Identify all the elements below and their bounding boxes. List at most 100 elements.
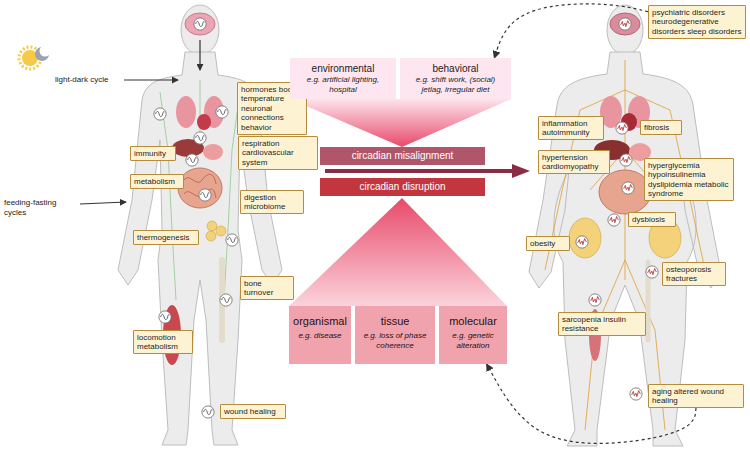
node-text: organismal [291,314,349,328]
misalignment-bar: circadian misalignment [320,147,485,165]
disrupted-body [569,218,601,258]
node-text: behavioral [405,62,506,75]
node-text: hyperglycemia hypoinsulinemia dyslipidem… [648,161,730,199]
funnel [289,99,511,306]
function-label: wound healing [220,404,286,419]
function-label: digestion microbiome [240,190,304,214]
node-text: environmental [295,62,391,75]
healthy-body [154,108,166,120]
healthy-body [159,311,171,323]
disruption-bar: circadian disruption [320,178,485,196]
annotation-label: light-dark cycle [55,75,108,85]
healthy-body [199,40,200,70]
function-label: metabolism [130,174,184,189]
node-text: digestion microbiome [244,193,300,212]
healthy-body [178,168,222,208]
function-label: respiration cardiovascular system [238,136,318,170]
node-text: bone turnover [244,279,290,298]
healthy-body [220,294,232,306]
node-text: sarcopenia insulin resistance [562,315,642,334]
node-text: fibrosis [644,123,678,133]
healthy-body [226,234,238,246]
node-text: respiration cardiovascular system [242,139,314,168]
node-text: thermogenesis [137,233,195,243]
factor-box: environmentale.g. artificial lighting, h… [290,58,396,99]
node-text: e.g. shift work, (social) jetlag, irregu… [405,75,506,95]
node-text: molecular [441,314,505,328]
function-label: inflammation autoimmunity [538,116,604,140]
healthy-body [160,80,240,300]
disrupted-body [646,266,658,278]
healthy-body [176,96,196,128]
healthy-body [118,5,282,445]
node-text: wound healing [224,407,282,417]
healthy-body [202,406,214,418]
feeding-arrow [80,202,126,204]
disrupted-body [619,18,631,30]
function-label: hyperglycemia hypoinsulinemia dyslipidem… [644,158,734,201]
feeding-arrow [80,202,126,204]
node-text: dysbiosis [632,215,672,225]
function-label: obesity [526,236,570,251]
function-label: dysbiosis [628,212,676,227]
function-label: sarcopenia insulin resistance [558,312,646,336]
healthy-body [206,231,216,241]
node-text: obesity [530,239,566,249]
main-arrow [512,164,530,178]
light-dark-arrow [124,79,178,80]
node-text: metabolism [134,177,180,187]
factor-box: tissue e.g. loss of phase coherence [355,306,435,364]
disrupted-body [610,13,640,35]
healthy-body [207,221,217,231]
node-text: hypertension cardiomyopathy [542,153,606,172]
light-dark-arrow [124,80,178,81]
node-text: locomotion metabolism [137,333,189,352]
disrupted-body [620,154,632,166]
node-text: osteoporosis fractures [666,265,722,284]
healthy-body [186,154,198,166]
annotation-label: feeding-fasting cycles [4,198,76,217]
funnel [289,198,507,306]
main-arrow [325,169,514,173]
function-label: aging altered wound healing [648,384,744,408]
node-text: aging altered wound healing [652,387,740,406]
healthy-body [185,13,215,35]
feedback-arrow [494,4,648,58]
healthy-body [216,106,228,118]
node-text: e.g. artificial lighting, hospital [295,75,391,95]
healthy-body [216,226,226,236]
healthy-body [194,132,206,144]
disrupted-body [589,294,601,306]
node-text: circadian misalignment [323,150,482,162]
healthy-body [199,189,211,201]
healthy-body [194,18,206,30]
node-text: e.g. disease [291,331,349,341]
sun-moon-icon [40,46,51,57]
function-label: immunity [130,146,176,161]
sun-moon-icon [19,46,51,70]
disrupted-body [622,182,634,194]
node-text: e.g. loss of phase coherence [357,331,433,351]
healthy-body [203,144,223,160]
node-text: immunity [134,149,172,159]
function-label: thermogenesis [133,230,199,245]
function-label: locomotion metabolism [133,330,193,354]
function-label: bone turnover [240,276,294,300]
factor-box: molecular e.g. genetic alteration [439,306,507,364]
disrupted-body [608,214,620,226]
node-text: inflammation autoimmunity [542,119,600,138]
disrupted-body [576,236,588,248]
factor-box: behaviorale.g. shift work, (social) jetl… [400,58,511,99]
factor-box: organismal e.g. disease [289,306,351,364]
disrupted-body [529,5,721,446]
main-arrow [325,164,530,178]
node-text: psychiatric disorders neurodegenerative … [652,8,742,37]
funnel [290,99,511,147]
disrupted-body [630,388,642,400]
healthy-body [197,114,211,130]
disrupted-body [616,122,628,134]
function-label: fibrosis [640,120,682,135]
node-text: e.g. genetic alteration [441,331,505,351]
node-text: tissue [357,314,433,328]
